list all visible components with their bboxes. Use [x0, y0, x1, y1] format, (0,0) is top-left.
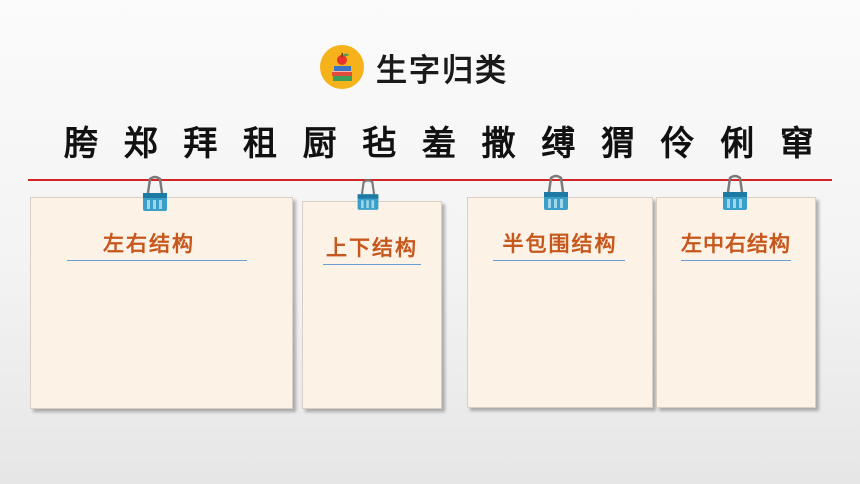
character: 郑 [123, 124, 158, 164]
category-label: 半包围结构 [502, 232, 618, 256]
answer-underline [67, 260, 247, 261]
category-label: 左右结构 [103, 232, 195, 256]
answer-underline [493, 260, 625, 261]
binder-clip-icon [544, 174, 568, 210]
books-apple-icon [320, 45, 364, 89]
character: 毡 [362, 124, 397, 164]
binder-clip-icon [357, 179, 379, 210]
section-header: 生字归类 [320, 44, 508, 90]
character: 俐 [720, 124, 755, 164]
category-label: 左中右结构 [681, 232, 791, 256]
red-divider [28, 179, 832, 181]
category-card-left-right[interactable]: 左右结构 [30, 197, 293, 409]
character: 胯 [64, 124, 98, 164]
character: 猬 [600, 124, 635, 164]
category-label: 上下结构 [326, 236, 418, 260]
character: 羞 [421, 124, 456, 164]
character: 拜 [183, 124, 218, 164]
character: 缚 [541, 124, 576, 164]
character: 伶 [660, 124, 695, 164]
category-card-left-middle-right[interactable]: 左中右结构 [656, 197, 816, 408]
character: 厨 [302, 124, 337, 164]
binder-clip-icon [723, 174, 747, 210]
character: 窜 [779, 124, 814, 164]
category-card-top-bottom[interactable]: 上下结构 [302, 201, 442, 409]
character: 租 [242, 124, 277, 164]
section-title: 生字归类 [376, 52, 508, 89]
character: 撒 [481, 124, 516, 164]
category-card-half-enclosed[interactable]: 半包围结构 [467, 197, 653, 408]
binder-clip-icon [143, 175, 167, 211]
answer-underline [681, 260, 791, 261]
character-list: 胯 郑 拜 租 厨 毡 羞 撒 缚 猬 伶 俐 窜 [64, 116, 814, 165]
answer-underline [323, 264, 421, 265]
